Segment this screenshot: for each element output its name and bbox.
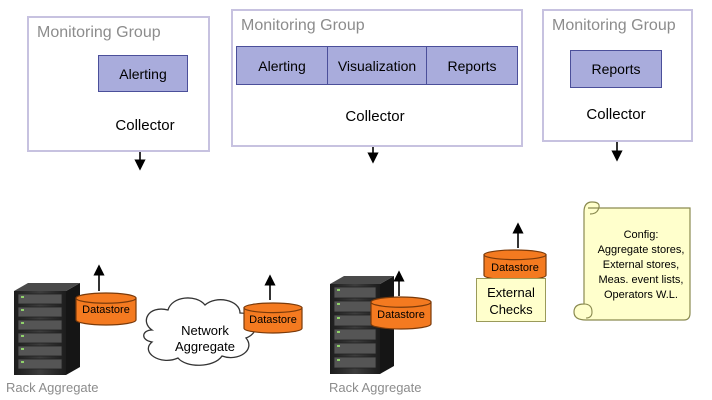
config-line: Config: xyxy=(623,229,659,241)
datastore-label: Datastore xyxy=(82,304,130,316)
network-aggregate-line: Network xyxy=(181,323,229,338)
alerting-module: Alerting xyxy=(236,46,328,85)
scroll-curl xyxy=(583,303,593,319)
datastore-cylinder xyxy=(75,292,137,326)
config-line: Meas. event lists, xyxy=(598,274,684,286)
module-label: Reports xyxy=(447,57,497,74)
group-title: Monitoring Group xyxy=(552,17,676,34)
module-label: Alerting xyxy=(119,65,167,82)
datastore-label: Datastore xyxy=(491,262,539,274)
module-label: Reports xyxy=(591,61,641,77)
collector-label: Collector xyxy=(586,105,646,123)
rack-server-icon xyxy=(14,283,80,375)
module-label: Alerting xyxy=(258,57,306,74)
datastore-cylinder xyxy=(243,302,303,334)
config-text: Config: Aggregate stores, External store… xyxy=(589,228,693,303)
external-checks-line: External xyxy=(487,285,535,300)
collector-label: Collector xyxy=(115,116,175,134)
network-aggregate-line: Aggregate xyxy=(175,339,235,354)
config-scroll-shape xyxy=(573,201,691,321)
external-checks-box: External Checks xyxy=(476,278,546,322)
group-title: Monitoring Group xyxy=(241,17,365,34)
external-checks-line: Checks xyxy=(489,302,533,317)
datastore-label: Datastore xyxy=(249,314,297,326)
visualization-module: Visualization xyxy=(327,46,427,85)
reports-module: Reports xyxy=(426,46,518,85)
rack-aggregate-caption: Rack Aggregate xyxy=(6,380,99,395)
config-line: Aggregate stores, xyxy=(597,244,685,256)
cloud-shape xyxy=(143,297,257,366)
collector-label: Collector xyxy=(345,107,405,125)
rack-aggregate-caption: Rack Aggregate xyxy=(329,380,422,395)
module-label: Visualization xyxy=(337,57,417,74)
config-line: Operators W.L. xyxy=(604,289,678,301)
group-title: Monitoring Group xyxy=(37,24,161,41)
datastore-label: Datastore xyxy=(377,309,425,321)
datastore-cylinder xyxy=(370,296,432,330)
datastore-cylinder xyxy=(483,249,547,281)
reports-module: Reports xyxy=(570,50,662,88)
network-aggregate-label: Network Aggregate xyxy=(170,323,240,355)
alerting-module: Alerting xyxy=(98,55,188,92)
config-line: External stores, xyxy=(602,259,680,271)
